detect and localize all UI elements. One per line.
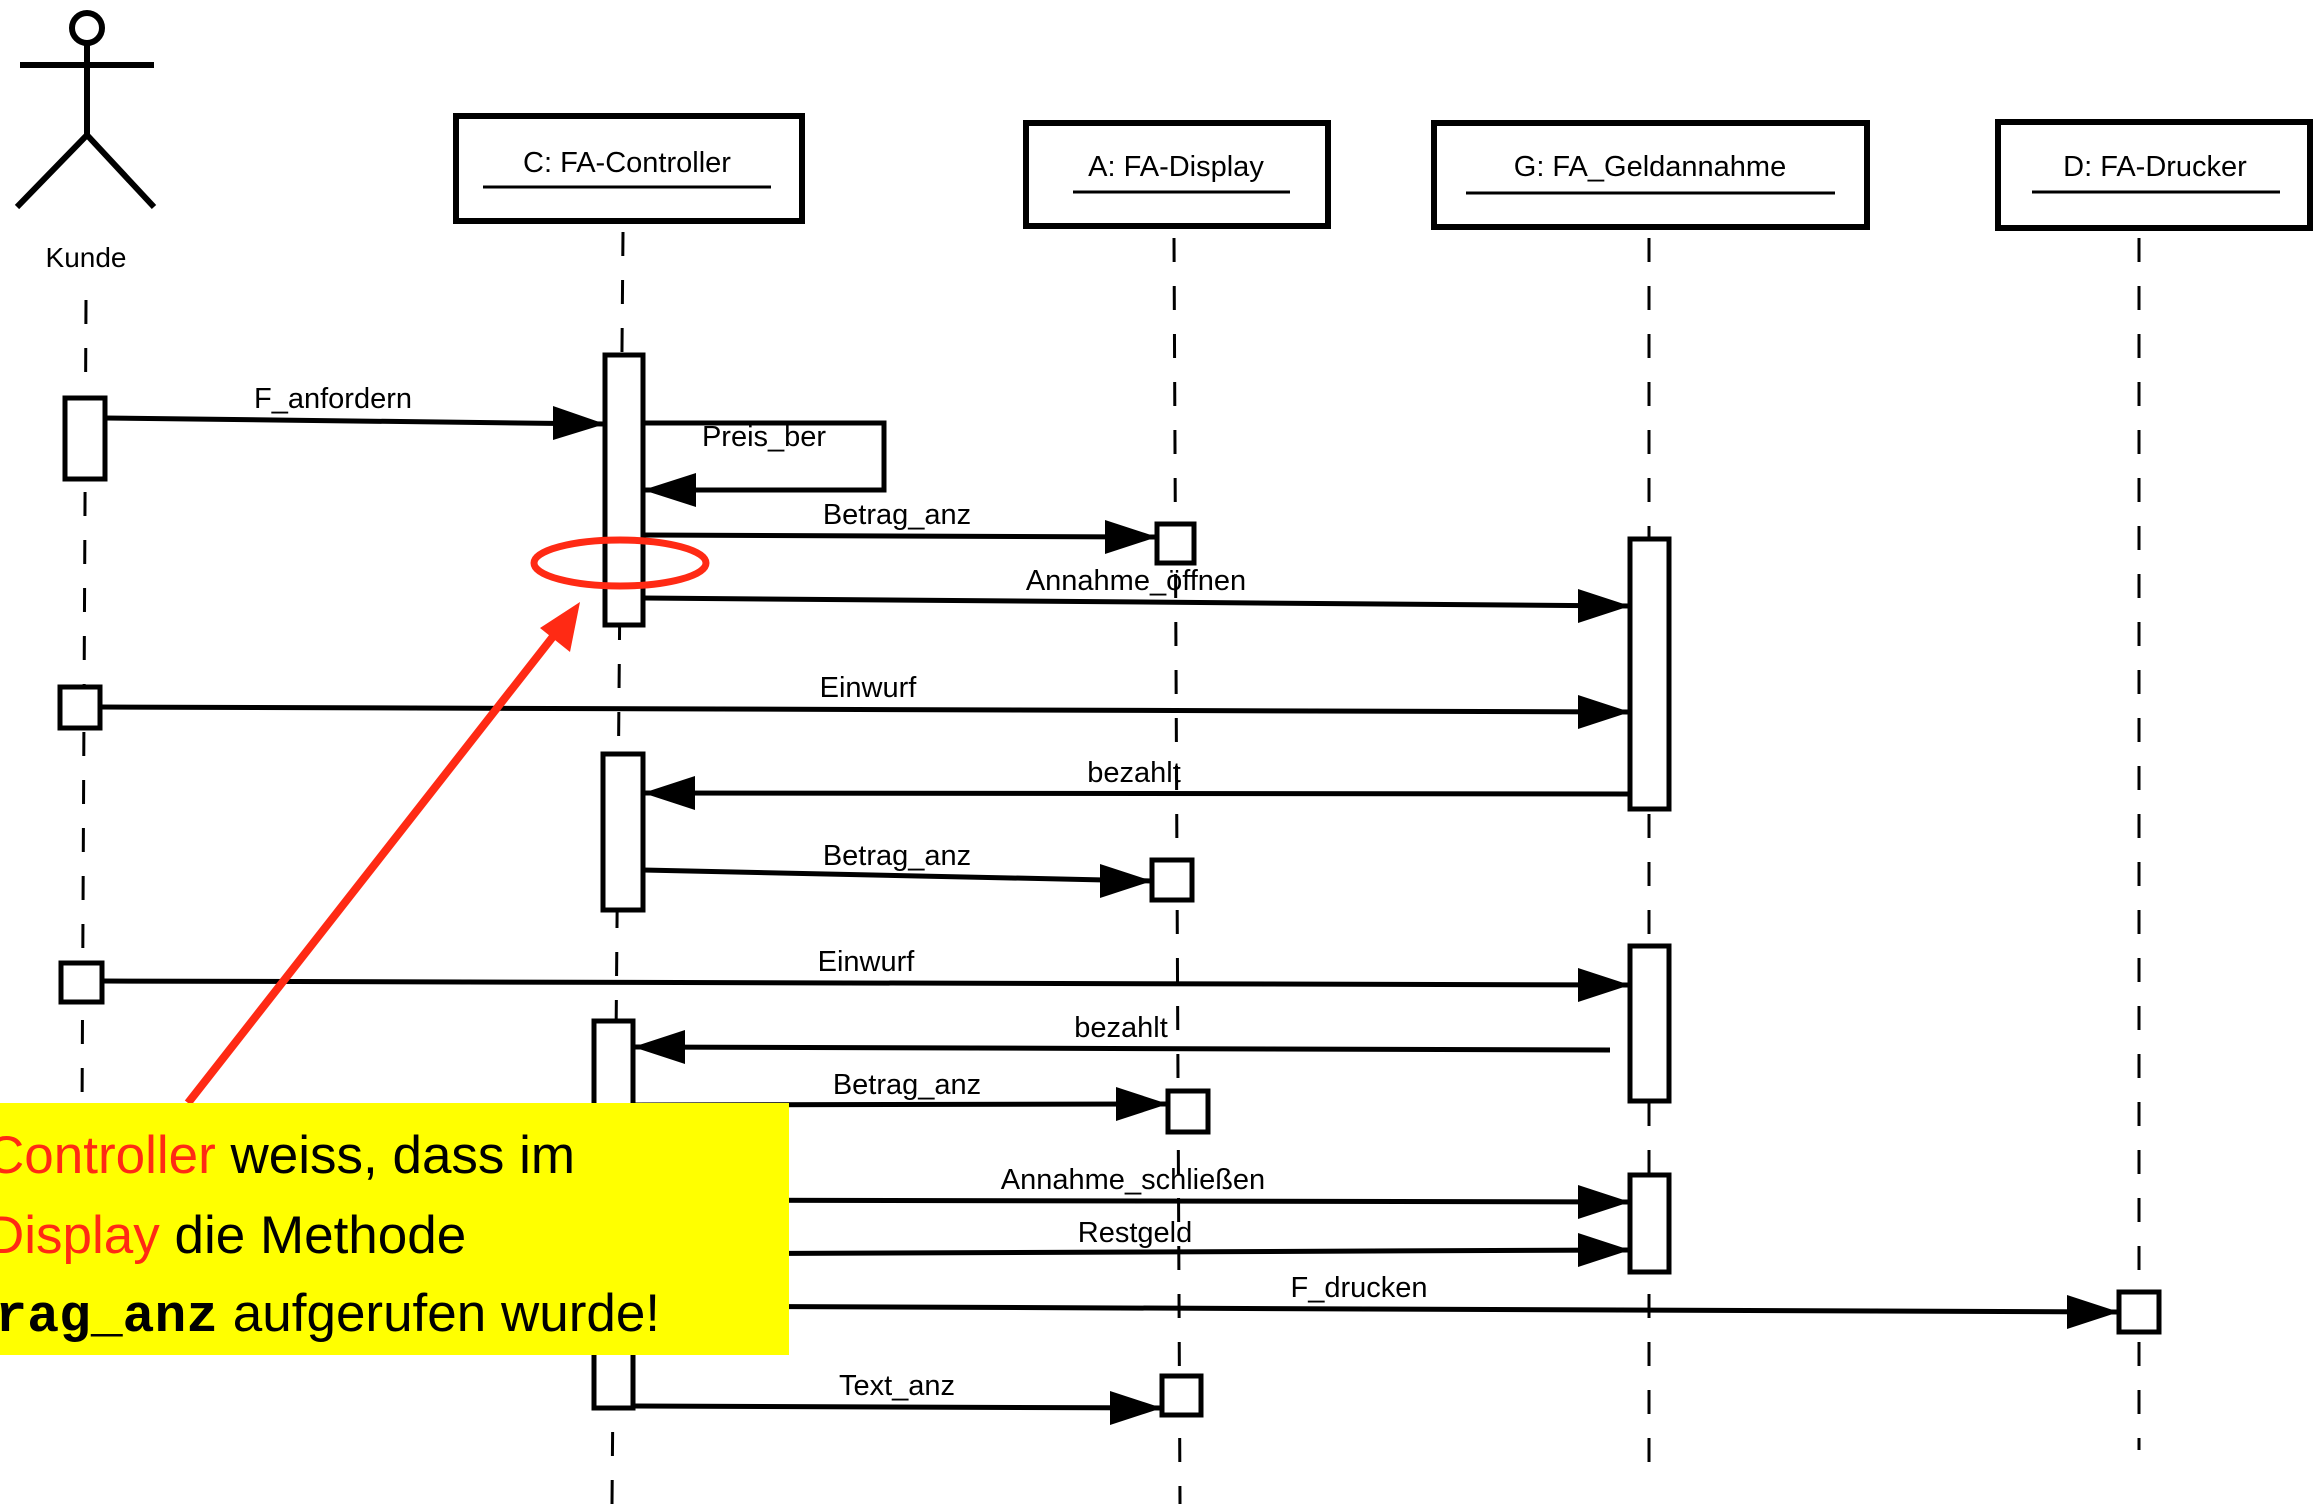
msg-betrag-anz-2: [642, 867, 1153, 884]
msg-label: Betrag_anz: [823, 499, 971, 531]
object-box: [1995, 119, 2313, 231]
arrowhead: [2067, 1295, 2119, 1329]
object-geldannahme: G: FA_Geldannahme: [1431, 120, 1870, 230]
activation-display: [1165, 1088, 1211, 1135]
arrowhead: [643, 776, 695, 810]
callout-line-3-text: aufgerufen wurde!: [218, 1284, 661, 1343]
callout-line-2: Display die Methode: [0, 1205, 466, 1266]
activation-display: [1149, 857, 1195, 903]
object-label: G: FA_Geldannahme: [1514, 151, 1786, 183]
msg-f-drucken: [632, 1303, 2120, 1315]
actor-label: Kunde: [46, 242, 127, 273]
msg-einwurf-1: [99, 704, 1631, 715]
msg-text-anz: [632, 1403, 1163, 1411]
activation-controller: [602, 352, 646, 628]
activation-display: [1159, 1373, 1204, 1418]
activation-geldannahme: [1627, 1172, 1672, 1275]
activation-kunde: [62, 395, 108, 482]
msg-label: F_drucken: [1290, 1272, 1427, 1304]
arrowhead: [1578, 968, 1630, 1002]
msg-preis-ber: [643, 420, 887, 493]
object-drucker: D: FA-Drucker: [1995, 119, 2313, 231]
msg-betrag-anz-1: [642, 532, 1158, 540]
arrowhead: [1578, 1185, 1630, 1219]
arrowhead: [1578, 1233, 1630, 1267]
activation-geldannahme: [1627, 943, 1672, 1104]
msg-label: Einwurf: [818, 946, 916, 978]
msg-label: F_anfordern: [254, 383, 412, 415]
msg-label: Preis_ber: [702, 421, 826, 453]
msg-restgeld: [632, 1247, 1631, 1257]
activations: [57, 352, 2162, 1418]
arrowhead: [553, 406, 605, 440]
actor-kunde: Kunde: [14, 10, 157, 273]
highlight-pointer-arrowhead: [540, 602, 580, 652]
object-label: A: FA-Display: [1088, 151, 1264, 183]
msg-annahme-oeffnen: [642, 595, 1631, 609]
callout-line-2-text: die Methode: [159, 1206, 467, 1265]
activation-kunde: [58, 960, 105, 1005]
callout-box: Controller weiss, dass im Display die Me…: [0, 1103, 789, 1355]
callout-line-3: Betrag_anz aufgerufen wurde!: [0, 1283, 660, 1347]
object-display: A: FA-Display: [1023, 120, 1331, 229]
object-controller: C: FA-Controller: [453, 113, 805, 224]
msg-label: bezahlt: [1087, 757, 1181, 789]
arrowheads: [553, 406, 2119, 1425]
activation-geldannahme: [1627, 536, 1672, 812]
msg-label: Annahme_schließen: [1001, 1164, 1265, 1196]
msg-bezahlt-1: [642, 790, 1631, 797]
msg-annahme-schliessen: [632, 1197, 1631, 1205]
highlight-annotation: [184, 536, 710, 1106]
callout-display-word: Display: [0, 1206, 160, 1265]
highlight-ellipse: [530, 536, 710, 590]
msg-bezahlt-2: [632, 1044, 1611, 1053]
actor-left-leg: [14, 132, 90, 210]
activation-drucker: [2116, 1289, 2162, 1335]
messages: [99, 415, 2120, 1411]
msg-f-anfordern: [104, 415, 606, 427]
callout-line-1: Controller weiss, dass im: [0, 1125, 575, 1186]
activation-display: [1154, 521, 1197, 566]
msg-label: Betrag_anz: [823, 840, 971, 872]
highlight-pointer-line: [184, 631, 559, 1106]
object-box: [1023, 120, 1331, 229]
actor-right-leg: [84, 132, 157, 210]
callout-method-name: Betrag_anz: [0, 1287, 219, 1347]
arrowhead: [643, 473, 696, 507]
arrowhead: [1110, 1391, 1162, 1425]
arrowhead: [1116, 1087, 1168, 1121]
object-label: D: FA-Drucker: [2063, 151, 2247, 183]
msg-label: Betrag_anz: [833, 1069, 981, 1101]
callout-controller-word: Controller: [0, 1126, 216, 1185]
arrowhead: [1578, 695, 1630, 729]
activation-controller: [600, 751, 646, 913]
arrowhead: [1105, 520, 1157, 554]
arrowhead: [1100, 864, 1152, 898]
msg-label: bezahlt: [1074, 1012, 1168, 1044]
activation-kunde: [57, 684, 103, 731]
actor-head: [69, 10, 105, 46]
msg-einwurf-2: [101, 978, 1631, 988]
callout-line-1-text: weiss, dass im: [215, 1126, 576, 1185]
msg-label: Einwurf: [820, 672, 918, 704]
msg-label: Annahme_öffnen: [1026, 565, 1246, 597]
arrowhead: [1578, 589, 1630, 623]
message-labels: F_anfordern Preis_ber Betrag_anz Annahme…: [254, 383, 1428, 1402]
arrowhead: [633, 1030, 685, 1064]
object-label: C: FA-Controller: [523, 147, 731, 179]
object-box: [453, 113, 805, 224]
msg-label: Text_anz: [839, 1370, 955, 1402]
object-box: [1431, 120, 1870, 230]
msg-label: Restgeld: [1078, 1217, 1192, 1249]
